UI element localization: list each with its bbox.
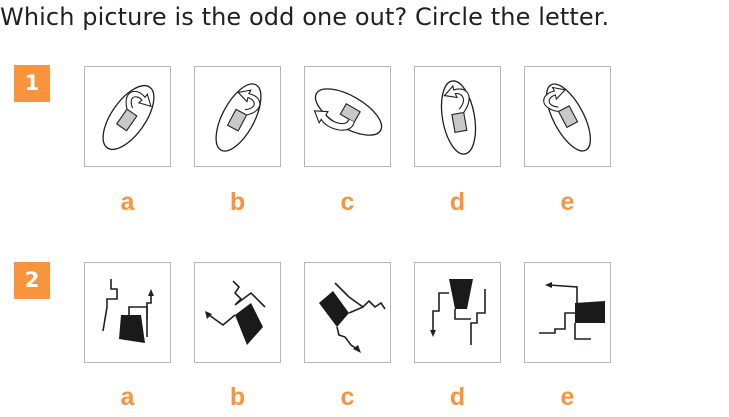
grey-band bbox=[557, 105, 579, 129]
arrow-head bbox=[545, 282, 552, 288]
grey-band bbox=[451, 111, 468, 133]
q2-option-e-letter[interactable]: e bbox=[560, 383, 575, 411]
path-line bbox=[348, 306, 364, 314]
grey-band bbox=[226, 108, 248, 132]
ellipse-shape bbox=[102, 85, 155, 150]
q2-e-zigzag-figure bbox=[539, 282, 605, 340]
q2-option-d-letter[interactable]: d bbox=[449, 383, 466, 411]
zigzag-line bbox=[334, 282, 386, 310]
q2-b-zigzag-figure bbox=[205, 280, 266, 345]
q1-option-c-picture[interactable] bbox=[304, 66, 391, 167]
q1-option-a-letter[interactable]: a bbox=[120, 188, 135, 216]
arrow-head bbox=[148, 289, 154, 296]
q2-option-b-picture[interactable] bbox=[194, 262, 281, 363]
grey-band bbox=[115, 108, 138, 132]
q1-option-d-letter[interactable]: d bbox=[449, 188, 466, 216]
zigzag-line bbox=[470, 289, 486, 345]
arrow-line bbox=[336, 326, 358, 350]
curved-arrow bbox=[237, 89, 261, 116]
arrow-line bbox=[548, 284, 578, 303]
arrow-head bbox=[353, 345, 361, 353]
q1-option-b-picture[interactable] bbox=[194, 66, 281, 167]
arrow-line bbox=[432, 292, 449, 333]
black-trapezoid bbox=[575, 301, 605, 323]
q1-b-ellipse-arrow-figure bbox=[215, 83, 262, 152]
curved-arrow bbox=[543, 86, 567, 113]
q2-option-b-letter[interactable]: b bbox=[229, 383, 246, 411]
q1-option-c-letter[interactable]: c bbox=[340, 188, 355, 216]
black-trapezoid bbox=[119, 315, 145, 343]
arrow-line bbox=[208, 314, 236, 327]
black-trapezoid bbox=[449, 279, 473, 309]
black-trapezoid bbox=[319, 291, 349, 327]
path-line bbox=[454, 309, 471, 320]
black-trapezoid bbox=[235, 303, 263, 345]
ellipse-shape bbox=[440, 80, 477, 155]
arrow-head bbox=[205, 311, 212, 319]
q1-c-ellipse-arrow-figure bbox=[313, 88, 383, 136]
q2-option-e-picture[interactable] bbox=[524, 262, 611, 363]
q2-option-c-picture[interactable] bbox=[304, 262, 391, 363]
question-2-number-badge: 2 bbox=[14, 262, 50, 299]
q2-option-d-picture[interactable] bbox=[414, 262, 501, 363]
zigzag-line bbox=[102, 279, 118, 332]
q2-option-c-letter[interactable]: c bbox=[340, 383, 355, 411]
q1-e-ellipse-arrow-figure bbox=[543, 83, 591, 152]
path-line bbox=[574, 323, 591, 340]
q1-a-ellipse-arrow-figure bbox=[102, 85, 155, 150]
ellipse-shape bbox=[546, 83, 591, 152]
zigzag-line bbox=[539, 312, 575, 334]
curved-arrow bbox=[125, 90, 152, 110]
instruction-text: Which picture is the odd one out? Circle… bbox=[0, 3, 610, 31]
q2-option-a-letter[interactable]: a bbox=[120, 383, 135, 411]
q2-c-zigzag-figure bbox=[319, 282, 386, 353]
q2-d-zigzag-figure bbox=[430, 279, 486, 345]
q2-a-zigzag-figure bbox=[102, 279, 154, 343]
question-1-number-badge: 1 bbox=[14, 65, 50, 102]
curved-arrow bbox=[443, 84, 470, 113]
q1-option-e-picture[interactable] bbox=[524, 66, 611, 167]
curved-arrow bbox=[313, 110, 355, 131]
q1-option-e-letter[interactable]: e bbox=[560, 188, 575, 216]
grey-band bbox=[339, 103, 361, 123]
q1-option-a-picture[interactable] bbox=[84, 66, 171, 167]
arrow-line bbox=[146, 293, 152, 319]
q1-option-b-letter[interactable]: b bbox=[229, 188, 246, 216]
path-line bbox=[128, 306, 148, 337]
q2-option-a-picture[interactable] bbox=[84, 262, 171, 363]
q1-option-d-picture[interactable] bbox=[414, 66, 501, 167]
zigzag-line bbox=[232, 280, 266, 308]
q1-d-ellipse-arrow-figure bbox=[440, 80, 477, 155]
ellipse-shape bbox=[215, 83, 262, 152]
arrow-head bbox=[430, 330, 436, 337]
